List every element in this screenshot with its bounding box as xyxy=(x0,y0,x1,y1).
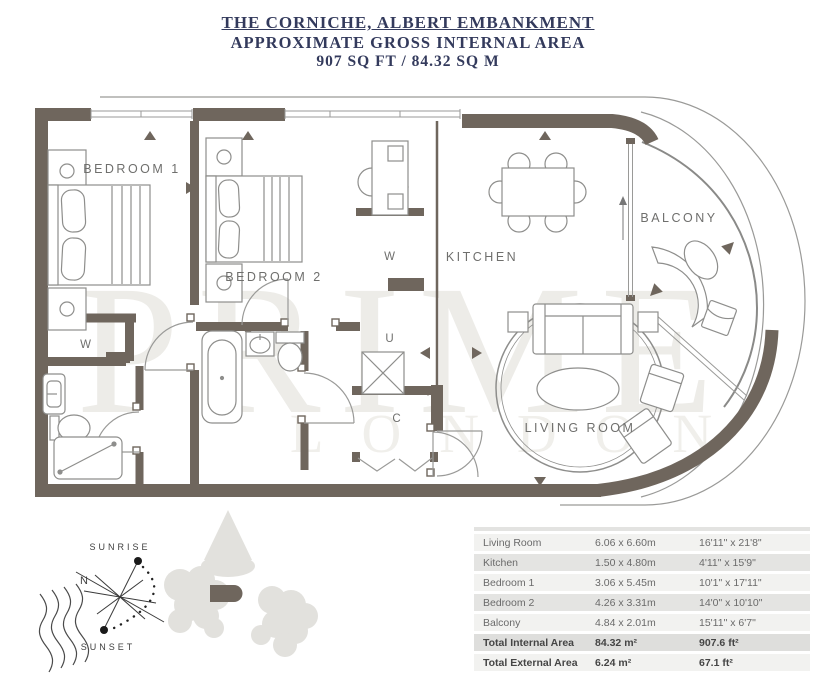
label-cupboard: C xyxy=(392,413,401,425)
side-table-right xyxy=(637,311,659,333)
label-utility: U xyxy=(385,333,394,345)
bed2-icon xyxy=(205,175,303,263)
room-label-balcony: BALCONY xyxy=(640,211,717,225)
walls xyxy=(35,108,779,497)
page-title: THE CORNICHE, ALBERT EMBANKMENT xyxy=(221,13,595,32)
room-label-bedroom2: BEDROOM 2 xyxy=(225,270,323,284)
row-name: Living Room xyxy=(483,536,542,549)
furniture xyxy=(42,137,737,480)
row-name: Total External Area xyxy=(483,656,578,669)
table-top-bar xyxy=(474,527,810,531)
table-row-total-external: Total External Area 6.24 m² 67.1 ft² xyxy=(474,654,810,671)
row-metric: 84.32 m² xyxy=(595,636,638,649)
slide-arrow xyxy=(619,196,627,240)
row-name: Total Internal Area xyxy=(483,636,575,649)
row-metric: 4.26 x 3.31m xyxy=(595,596,656,609)
compass: SUNRISE N SUNSET xyxy=(38,542,165,673)
row-imperial: 10'1" x 17'11" xyxy=(699,576,762,589)
tree-icon xyxy=(251,586,318,657)
row-metric: 6.06 x 6.60m xyxy=(595,536,656,549)
windows xyxy=(90,109,633,297)
row-name: Bedroom 2 xyxy=(483,596,535,609)
building-outline xyxy=(100,96,806,506)
armchair-right xyxy=(639,363,685,413)
toilet-icon xyxy=(275,331,305,372)
table-row: Living Room 6.06 x 6.60m 16'11" x 21'8" xyxy=(474,534,810,551)
row-imperial: 14'0" x 10'10" xyxy=(699,596,763,609)
compass-star xyxy=(75,560,165,634)
table-row: Balcony 4.84 x 2.01m 15'11" x 6'7" xyxy=(474,614,810,631)
washer-icon xyxy=(361,351,405,395)
glass-partition xyxy=(651,313,748,401)
dining-table-icon xyxy=(488,152,587,233)
label-wardrobe-bed1: W xyxy=(80,339,92,351)
row-metric: 4.84 x 2.01m xyxy=(595,616,656,629)
doors xyxy=(94,278,483,478)
dimensions-table: Living Room 6.06 x 6.60m 16'11" x 21'8" … xyxy=(474,527,810,674)
river-waves xyxy=(38,583,90,673)
sofa-icon xyxy=(532,303,634,355)
compass-sunset-label: SUNSET xyxy=(81,642,136,652)
balcony-bench xyxy=(651,246,709,328)
armchair-bottom xyxy=(618,408,672,464)
room-label-living-room: LIVING ROOM xyxy=(525,421,636,435)
room-label-bedroom1: BEDROOM 1 xyxy=(83,162,181,176)
wall-blocks xyxy=(106,138,635,462)
balcony-rail xyxy=(641,141,759,408)
row-imperial: 907.6 ft² xyxy=(699,636,739,649)
desk-icon xyxy=(357,140,409,216)
compass-north-label: N xyxy=(80,575,88,587)
shower-icon xyxy=(53,436,123,480)
row-name: Kitchen xyxy=(483,556,519,569)
bathtub-icon xyxy=(201,330,243,424)
coffee-table-icon xyxy=(536,367,620,411)
site-trees xyxy=(164,510,318,657)
ensuite-sink-icon xyxy=(42,373,66,415)
row-metric: 1.50 x 4.80m xyxy=(595,556,656,569)
building-marker xyxy=(210,585,243,602)
table-row: Kitchen 1.50 x 4.80m 4'11" x 15'9" xyxy=(474,554,810,571)
row-imperial: 16'11" x 21'8" xyxy=(699,536,762,549)
row-metric: 6.24 m² xyxy=(595,656,632,669)
title-area: 907 SQ FT / 84.32 SQ M xyxy=(316,53,500,70)
compass-sunrise-label: SUNRISE xyxy=(89,542,150,552)
label-wardrobe-hall: W xyxy=(384,251,396,263)
sun-path-arc xyxy=(110,565,156,631)
tree-icon xyxy=(201,510,255,577)
row-imperial: 67.1 ft² xyxy=(699,656,733,669)
door-jambs xyxy=(132,313,435,477)
bed1-icon xyxy=(47,184,151,286)
balcony-stool xyxy=(701,300,737,336)
room-label-kitchen: KITCHEN xyxy=(446,250,518,264)
table-row-total-internal: Total Internal Area 84.32 m² 907.6 ft² xyxy=(474,634,810,651)
row-name: Bedroom 1 xyxy=(483,576,535,589)
table-row: Bedroom 1 3.06 x 5.45m 10'1" x 17'11" xyxy=(474,574,810,591)
side-table-left xyxy=(507,311,529,333)
sunrise-dot xyxy=(134,557,142,565)
table-row: Bedroom 2 4.26 x 3.31m 14'0" x 10'10" xyxy=(474,594,810,611)
row-imperial: 4'11" x 15'9" xyxy=(699,556,756,569)
balcony-table xyxy=(683,240,719,280)
title-subtitle: APPROXIMATE GROSS INTERNAL AREA xyxy=(230,33,586,52)
bathroom-sink-icon xyxy=(245,331,275,357)
row-name: Balcony xyxy=(483,616,521,629)
row-imperial: 15'11" x 6'7" xyxy=(699,616,756,629)
title-block: THE CORNICHE, ALBERT EMBANKMENT APPROXIM… xyxy=(0,13,816,71)
row-metric: 3.06 x 5.45m xyxy=(595,576,656,589)
bed2-nightstands xyxy=(205,137,243,303)
sunset-dot xyxy=(100,626,108,634)
